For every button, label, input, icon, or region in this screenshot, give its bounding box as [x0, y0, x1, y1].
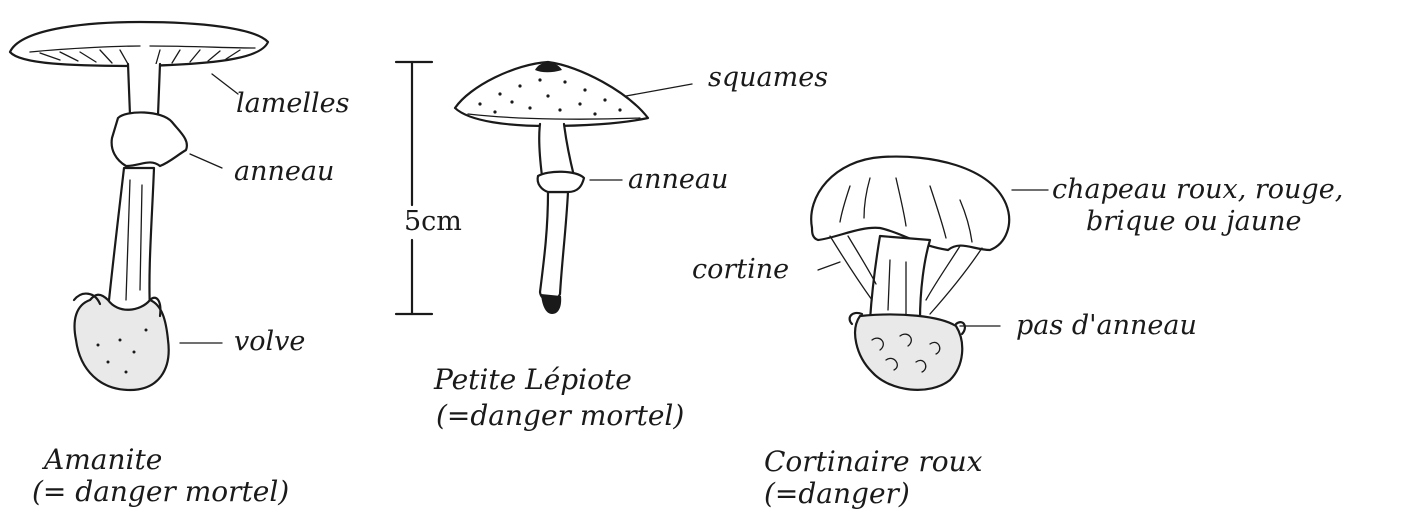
cortinaire-chapeau-label-line2: brique ou jaune — [1086, 208, 1302, 235]
amanite-ring — [112, 112, 187, 166]
amanite-cap — [10, 22, 268, 66]
amanite-volve — [74, 294, 169, 390]
cortinaire-pas-anneau-label: pas d'anneau — [1016, 312, 1197, 339]
scale-label: 5cm — [404, 208, 462, 235]
lepiote-cap — [455, 62, 648, 126]
cortinaire-cap — [811, 157, 1009, 250]
amanite-anneau-label: anneau — [234, 158, 334, 185]
amanite-pointers — [180, 74, 238, 343]
cortinaire-cortine-label: cortine — [692, 256, 789, 283]
lepiote-anneau-label: anneau — [628, 166, 728, 193]
lepiote-name: Petite Lépiote — [434, 366, 632, 394]
cortinaire-drawing — [811, 157, 1048, 390]
amanite-name: Amanite — [44, 446, 162, 474]
amanite-volve-label: volve — [234, 328, 305, 355]
amanite-stem — [108, 64, 160, 310]
cortinaire-name: Cortinaire roux — [764, 448, 982, 476]
amanite-danger: (= danger mortel) — [32, 478, 289, 506]
lepiote-danger: (=danger mortel) — [436, 402, 684, 430]
cortinaire-chapeau-label-line1: chapeau roux, rouge, — [1052, 176, 1343, 203]
cortinaire-danger: (=danger) — [764, 480, 910, 508]
cortinaire-stem — [830, 236, 982, 320]
lepiote-ring — [538, 172, 584, 192]
scale-bar — [396, 62, 432, 314]
lepiote-stem — [539, 124, 574, 314]
lepiote-squames-label: squames — [708, 64, 828, 91]
amanite-lamelles-label: lamelles — [236, 90, 349, 117]
amanite-drawing — [10, 22, 268, 390]
cortinaire-base — [850, 313, 965, 390]
